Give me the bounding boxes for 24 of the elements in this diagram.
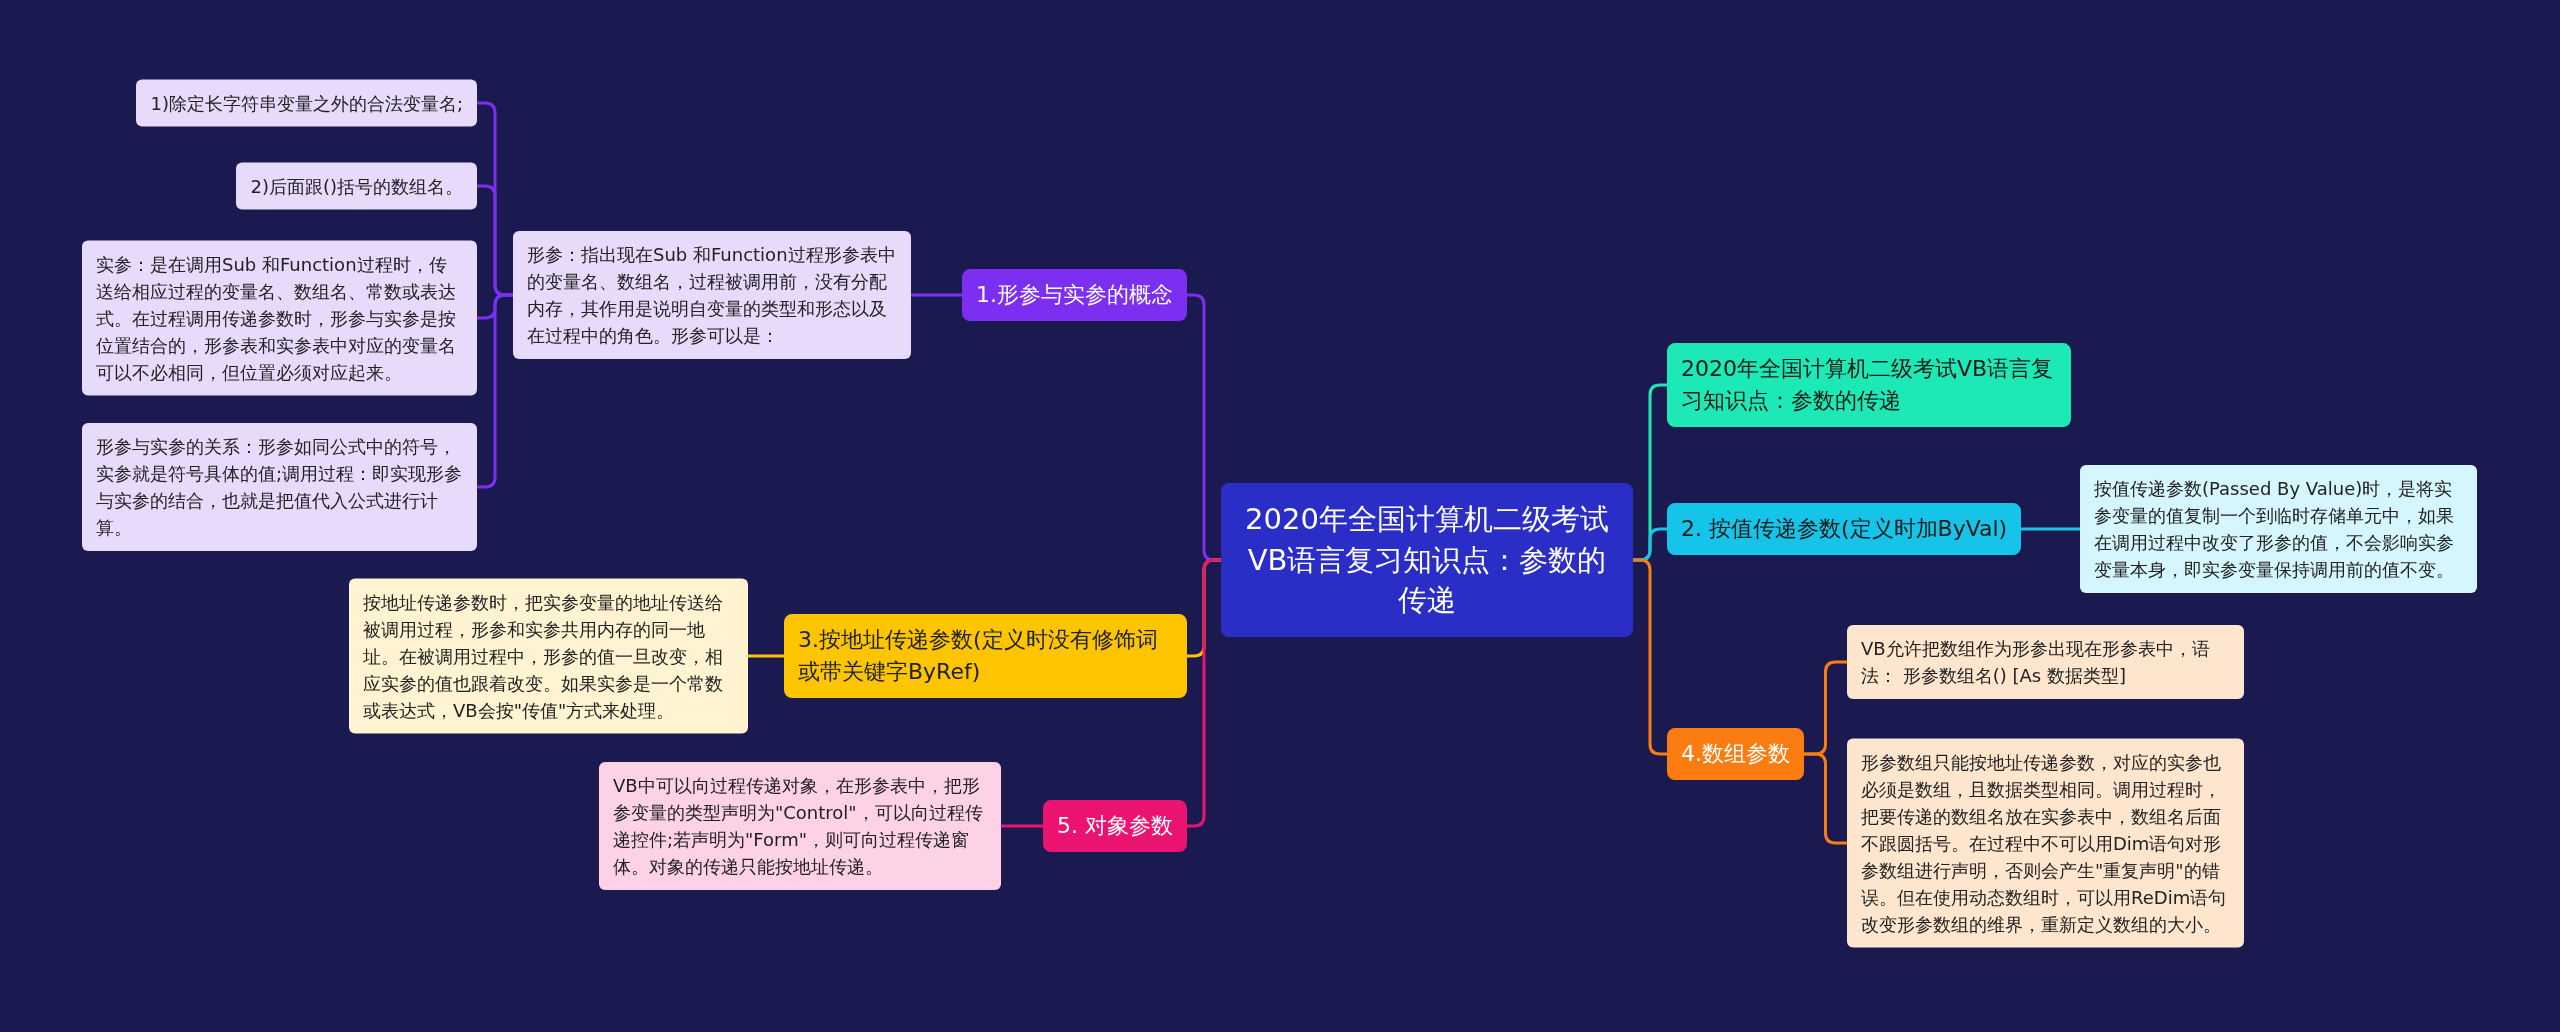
note-card: 1)除定长字符串变量之外的合法变量名; — [136, 79, 477, 127]
topic-card: 3.按地址传递参数(定义时没有修饰词或带关键字ByRef) — [784, 614, 1187, 698]
connector-line — [999, 824, 1045, 828]
connector-line — [1631, 558, 1669, 756]
topic-card: 5. 对象参数 — [1043, 800, 1187, 852]
connector-line — [1185, 558, 1223, 828]
note-card: 实参：是在调用Sub 和Function过程时，传送给相应过程的变量名、数组名、常数或表达式。在过程调用传递参数时，形参与实参是按位置结合的，形参表和实参表中对应的变量名可以不必相同，但位置必须对应起来。 — [82, 240, 477, 396]
note-card: 按地址传递参数时，把实参变量的地址传送给被调用过程，形参和实参共用内存的同一地址。在被调用过程中，形参的值一旦改变，相应实参的值也跟着改变。如果实参是一个常数或表达式，VB会按"传值"方式来处理。 — [349, 578, 748, 734]
topic-card: 2020年全国计算机二级考试VB语言复习知识点：参数的传递 — [1667, 343, 2071, 427]
central-topic-card: 2020年全国计算机二级考试VB语言复习知识点：参数的传递 — [1221, 483, 1633, 637]
note-card: VB中可以向过程传递对象，在形参表中，把形参变量的类型声明为"Control"，可以向过程传递控件;若声明为"Form"，则可向过程传递窗体。对象的传递只能按地址传递。 — [599, 762, 1001, 890]
note-card: 2)后面跟()括号的数组名。 — [236, 162, 477, 210]
note-card: VB允许把数组作为形参出现在形参表中，语法： 形参数组名() [As 数据类型] — [1847, 625, 2244, 699]
topic-card: 4.数组参数 — [1667, 728, 1804, 780]
topic-card: 1.形参与实参的概念 — [962, 269, 1187, 321]
note-card: 形参与实参的关系：形参如同公式中的符号，实参就是符号具体的值;调用过程：即实现形参与实参的结合，也就是把值代入公式进行计算。 — [82, 423, 477, 551]
topic-card: 2. 按值传递参数(定义时加ByVal) — [1667, 503, 2022, 555]
connector-line — [909, 293, 964, 297]
note-card: 按值传递参数(Passed By Value)时，是将实参变量的值复制一个到临时存储单元中，如果在调用过程中改变了形参的值，不会影响实参变量本身，即实参变量保持调用前的值不变。 — [2080, 465, 2477, 593]
connector-line — [746, 654, 786, 658]
note-card: 形参：指出现在Sub 和Function过程形参表中的变量名、数组名，过程被调用前，没有分配内存，其作用是说明自变量的类型和形态以及在过程中的角色。形参可以是： — [513, 231, 911, 359]
note-card: 形参数组只能按地址传递参数，对应的实参也必须是数组，且数据类型相同。调用过程时，把要传递的数组名放在实参表中，数组名后面不跟圆括号。在过程中不可以用Dim语句对形参数组进行声明，否则会产生"重复声明"的错误。但在使用动态数组时，可以用ReDim语句改变形参数组的维界，重新定义数组的大小。 — [1847, 738, 2244, 948]
connector-line — [475, 293, 515, 489]
connector-line — [1802, 752, 1849, 845]
